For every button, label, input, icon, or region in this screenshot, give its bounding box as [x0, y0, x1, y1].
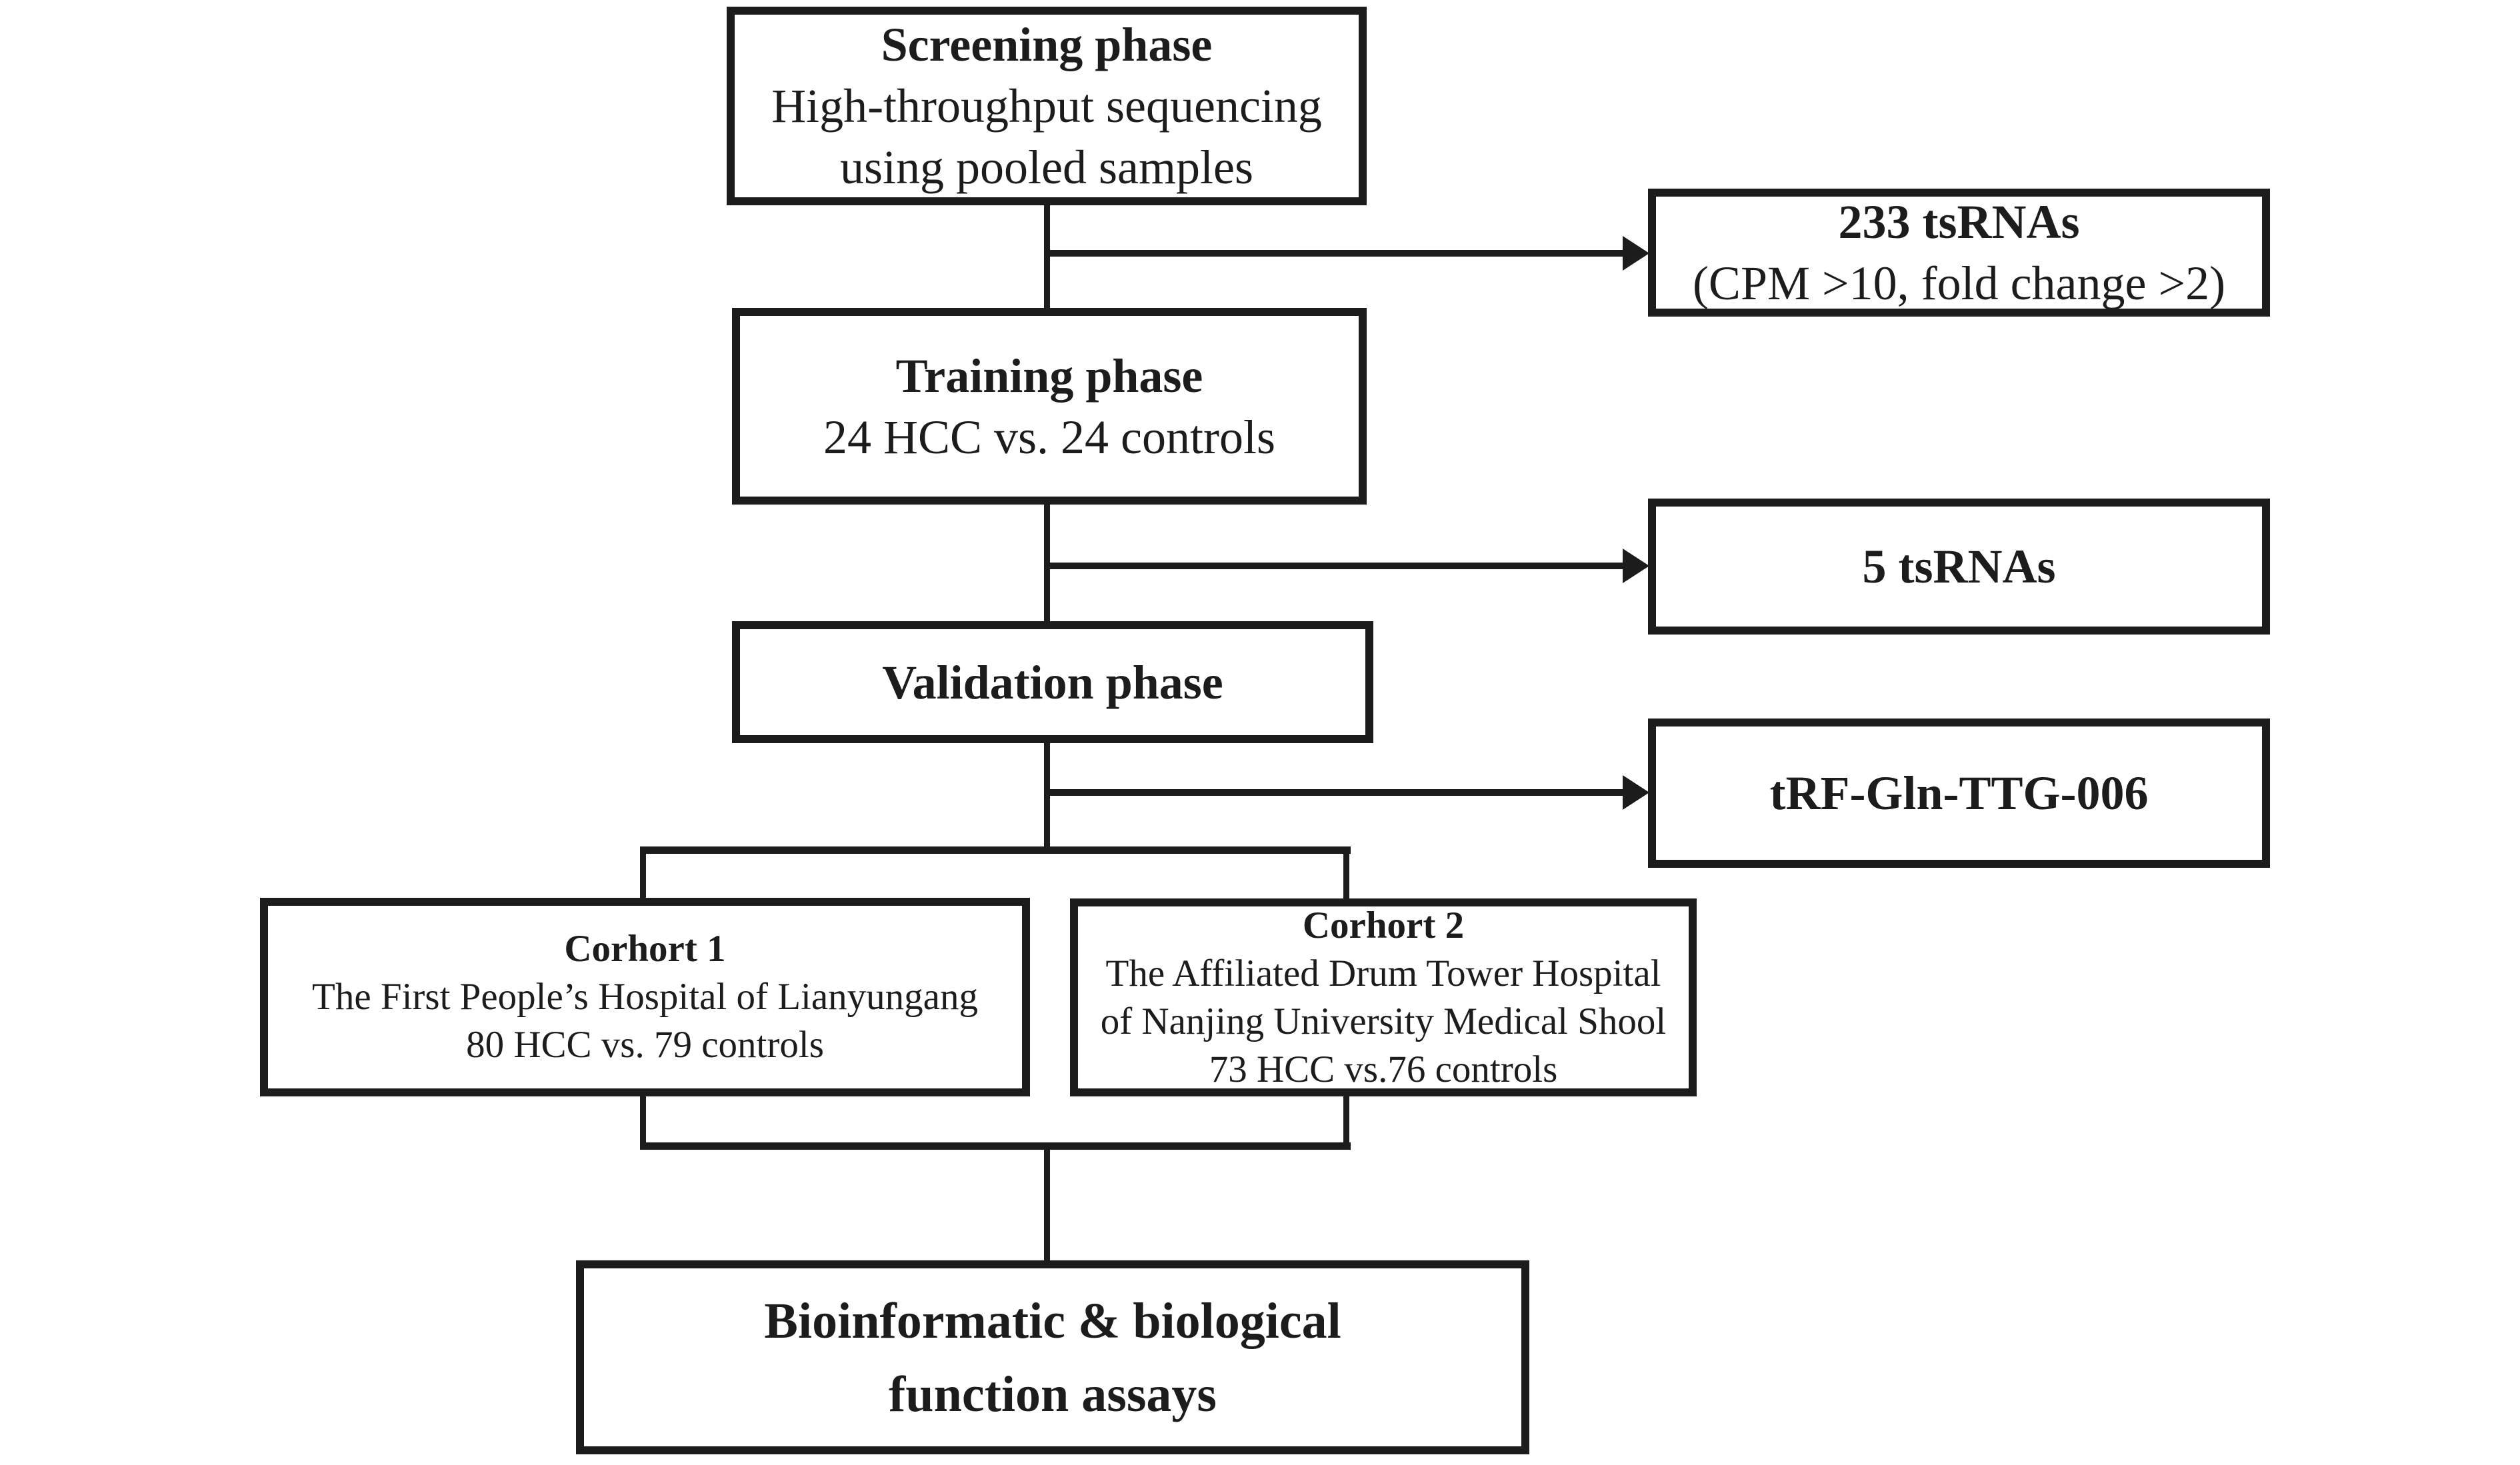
screening-phase-box: Screening phase High-throughput sequenci… — [727, 7, 1367, 205]
trf-gln-ttg-006-title: tRF-Gln-TTG-006 — [1769, 766, 2149, 820]
tsrnas-233-box: 233 tsRNAs (CPM >10, fold change >2) — [1648, 189, 2270, 317]
cohort1-title: Corhort 1 — [564, 928, 726, 970]
tsrnas-233-criteria: (CPM >10, fold change >2) — [1692, 257, 2226, 310]
training-phase-box: Training phase 24 HCC vs. 24 controls — [732, 308, 1367, 505]
cohort1-line2: 80 HCC vs. 79 controls — [466, 1024, 824, 1066]
split-line-to-cohorts — [640, 846, 1351, 854]
bioinformatic-assays-box: Bioinformatic & biological function assa… — [576, 1260, 1529, 1454]
connector-cohort2-to-merge — [1343, 1093, 1349, 1150]
training-phase-line1: 24 HCC vs. 24 controls — [823, 410, 1276, 464]
validation-phase-title: Validation phase — [882, 655, 1223, 709]
connector-split-to-cohort2 — [1343, 850, 1349, 905]
assays-title: Bioinformatic & biological — [764, 1292, 1341, 1349]
screening-phase-line1: High-throughput sequencing — [771, 79, 1322, 133]
tsrnas-5-title: 5 tsRNAs — [1862, 540, 2056, 593]
screening-phase-title: Screening phase — [881, 18, 1213, 71]
arrow-shaft-5-tsrnas — [1047, 563, 1625, 569]
cohort2-title: Corhort 2 — [1302, 904, 1465, 946]
cohort2-line1: The Affiliated Drum Tower Hospital — [1105, 952, 1661, 994]
connector-split-to-cohort1 — [640, 850, 646, 904]
connector-screening-to-training — [1044, 200, 1050, 313]
cohort2-line2: of Nanjing University Medical Shool — [1100, 1000, 1667, 1042]
validation-phase-box: Validation phase — [732, 621, 1373, 743]
arrow-shaft-233-tsrnas — [1047, 250, 1625, 257]
cohort2-box: Corhort 2 The Affiliated Drum Tower Hosp… — [1070, 898, 1697, 1096]
connector-cohort1-to-merge — [640, 1093, 646, 1150]
cohort1-box: Corhort 1 The First People’s Hospital of… — [260, 898, 1030, 1096]
trf-gln-ttg-006-box: tRF-Gln-TTG-006 — [1648, 719, 2270, 868]
training-phase-title: Training phase — [895, 349, 1203, 403]
screening-phase-line2: using pooled samples — [840, 141, 1253, 194]
assays-line1: function assays — [889, 1366, 1217, 1422]
connector-validation-to-split — [1044, 738, 1050, 854]
tsrnas-233-title: 233 tsRNAs — [1838, 195, 2080, 249]
merge-line-from-cohorts — [640, 1142, 1351, 1150]
arrow-shaft-trf — [1047, 789, 1625, 796]
arrowhead-trf-icon — [1623, 775, 1649, 810]
connector-merge-to-assays — [1044, 1146, 1050, 1263]
arrowhead-5-tsrnas-icon — [1623, 549, 1649, 583]
cohort2-line3: 73 HCC vs.76 controls — [1209, 1048, 1558, 1090]
cohort1-line1: The First People’s Hospital of Lianyunga… — [312, 976, 978, 1018]
arrowhead-233-tsrnas-icon — [1623, 236, 1649, 271]
tsrnas-5-box: 5 tsRNAs — [1648, 499, 2270, 635]
